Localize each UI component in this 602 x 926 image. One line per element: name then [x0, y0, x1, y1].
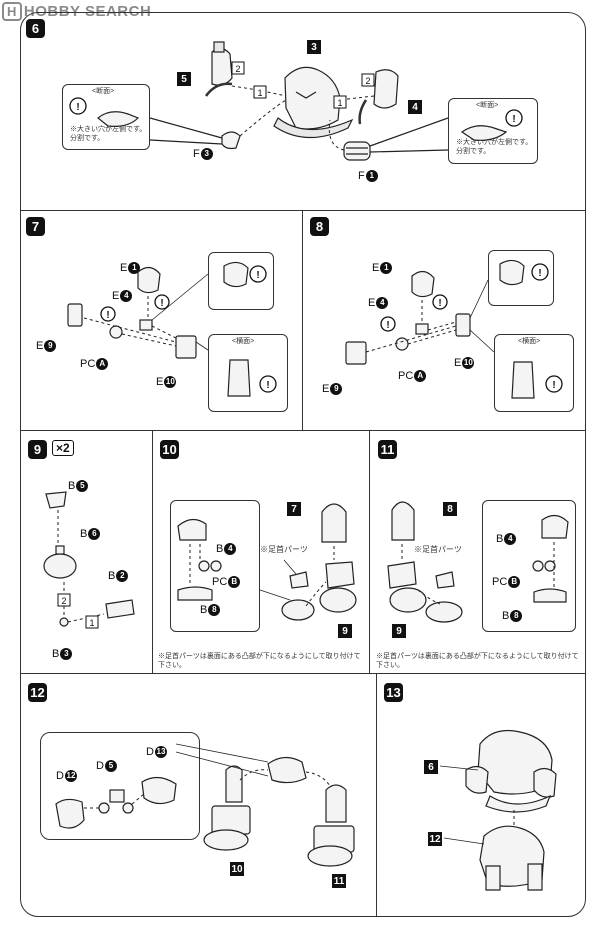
order-1-left: 1: [257, 88, 262, 98]
divider-v1213: [376, 673, 377, 917]
tag-9-step10: 9: [338, 624, 352, 638]
order-1-right: 1: [337, 98, 342, 108]
callout-left-heading: <断面>: [92, 88, 115, 95]
step-12-badge: 12: [28, 683, 47, 702]
divider-h3: [20, 673, 586, 674]
order-2-left: 2: [235, 64, 240, 74]
callout-right-note: ※大きい穴が左側です。 分割です。: [456, 139, 533, 155]
tag-7: 7: [287, 502, 301, 516]
tag-12-step13: 12: [428, 832, 442, 846]
tag-3: 3: [307, 40, 321, 54]
order-2-step9: 2: [61, 596, 66, 606]
exclaim-7b: !: [106, 310, 109, 321]
tag-11: 11: [332, 874, 346, 888]
order-1-step9: 1: [89, 618, 94, 628]
step11-footnote: ※足首パーツは裏面にある凸部が下になるようにして取り付けて下さい。: [376, 653, 579, 669]
step-7-badge: 7: [26, 217, 45, 236]
step10-footnote: ※足首パーツは裏面にある凸部が下になるようにして取り付けて下さい。: [158, 653, 361, 669]
step-8-badge: 8: [310, 217, 329, 236]
step-9-badge: 9: [28, 440, 47, 459]
step7-side-heading: <横面>: [232, 338, 255, 345]
step-6-badge: 6: [26, 19, 45, 38]
tag-6: 6: [424, 760, 438, 774]
tag-8: 8: [443, 502, 457, 516]
divider-v910: [152, 430, 153, 673]
divider-h1: [20, 210, 586, 211]
tag-5: 5: [177, 72, 191, 86]
multiplier-badge: ×2: [52, 440, 74, 456]
exclaim-7a: !: [160, 298, 163, 309]
tag-4: 4: [408, 100, 422, 114]
exclaim-8b: !: [386, 320, 389, 331]
callout-right-heading: <断面>: [476, 102, 499, 109]
step8-callout-side: [494, 334, 574, 412]
callout-left-note: ※大きい穴が左側です。 分割です。: [70, 126, 147, 142]
exclaim-8d: !: [552, 380, 555, 391]
step8-side-heading: <横面>: [518, 338, 541, 345]
step-13-badge: 13: [384, 683, 403, 702]
step11-toe-label: ※足首パーツ: [414, 545, 462, 554]
step-10-badge: 10: [160, 440, 179, 459]
exclaim-mark-6r: !: [512, 114, 515, 125]
exclaim-7d: !: [266, 380, 269, 391]
tag-9-step11: 9: [392, 624, 406, 638]
exclaim-8a: !: [438, 298, 441, 309]
divider-v1011: [369, 430, 370, 673]
exclaim-8c: !: [538, 268, 541, 279]
exclaim-mark-6l: !: [76, 102, 79, 113]
step10-toe-label: ※足首パーツ: [260, 545, 308, 554]
step-11-badge: 11: [378, 440, 397, 459]
tag-10: 10: [230, 862, 244, 876]
order-2-right: 2: [365, 76, 370, 86]
divider-v78: [302, 210, 303, 430]
exclaim-7c: !: [256, 270, 259, 281]
divider-h2: [20, 430, 586, 431]
page-frame: [20, 12, 586, 917]
